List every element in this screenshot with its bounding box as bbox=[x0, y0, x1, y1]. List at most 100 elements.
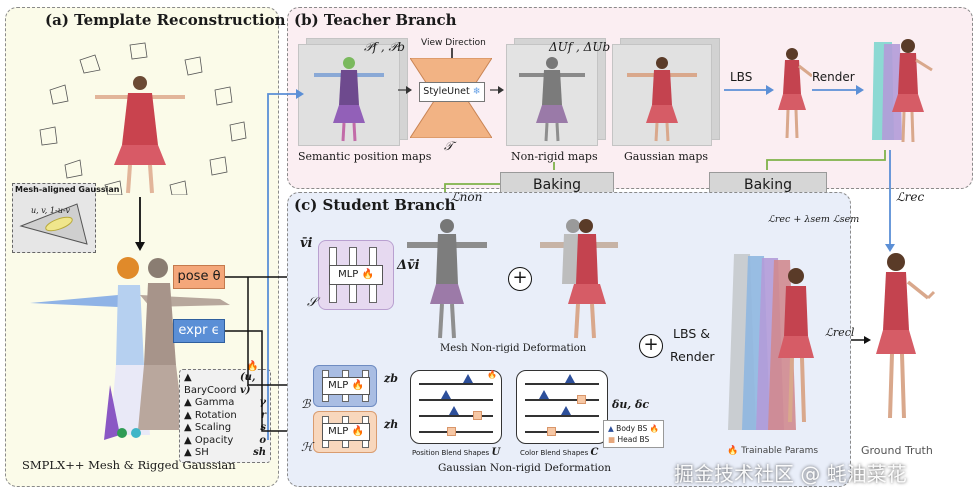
pf-pb-label: 𝒫f , 𝒫b bbox=[364, 40, 405, 54]
body-bs-marker bbox=[539, 390, 549, 399]
mesh-aligned-gaussian-inset: Mesh-aligned Gaussian u, v, 1-u-v bbox=[12, 183, 119, 253]
student-h-block: MLP 🔥 bbox=[313, 411, 377, 453]
template-caption: SMPLX++ Mesh & Rigged Gaussian bbox=[22, 458, 236, 472]
z-b-label: zb bbox=[384, 372, 398, 385]
rigged-avatar-illustration bbox=[30, 257, 230, 440]
trainable-params-label: 🔥 Trainable Params bbox=[727, 446, 819, 456]
gaussian-inset-label: Mesh-aligned Gaussian bbox=[15, 185, 120, 194]
semantic-map-front bbox=[298, 44, 400, 146]
mesh-deform-label: Mesh Non-rigid Deformation bbox=[440, 343, 587, 354]
body-bs-marker bbox=[561, 406, 571, 415]
delta-uc-label: δu, δc bbox=[612, 398, 650, 411]
nonrigid-figure bbox=[519, 57, 585, 142]
triangle-gaussian-icon bbox=[19, 203, 88, 245]
arrow-down-template bbox=[135, 197, 145, 251]
teacher-render-avatar bbox=[872, 39, 933, 143]
student-lbs-label: LBS & bbox=[673, 326, 710, 341]
legend-head-bs: ■ Head BS bbox=[608, 435, 650, 444]
plus-operator-1: + bbox=[508, 267, 532, 291]
teacher-panel-title: (b) Teacher Branch bbox=[294, 11, 457, 29]
body-bs-marker bbox=[441, 390, 451, 399]
blend-shape-legend: ▲ Body BS 🔥 ■ Head BS bbox=[603, 420, 664, 448]
head-bs-marker bbox=[447, 427, 456, 436]
l-rec-label: ℒrec bbox=[896, 190, 925, 204]
semantic-maps-label: Semantic position maps bbox=[298, 150, 432, 163]
bs-line bbox=[525, 431, 599, 433]
styleunet-box: StyleUnet ❄ bbox=[419, 82, 485, 102]
bs-line bbox=[419, 415, 493, 417]
nonrigid-maps-label: Non-rigid maps bbox=[511, 150, 598, 163]
bs-line bbox=[525, 399, 599, 401]
l-recl-label: ℒrecl bbox=[825, 326, 855, 339]
deformed-mesh-figure bbox=[540, 219, 618, 339]
student-panel-title: (c) Student Branch bbox=[294, 196, 456, 214]
delta-u-label: ΔUf , ΔUb bbox=[549, 40, 611, 54]
flame-icon: 🔥 bbox=[487, 370, 497, 379]
ground-truth-avatar bbox=[876, 253, 936, 419]
flame-icon: 🔥 bbox=[649, 424, 659, 433]
b-mlp-box: MLP 🔥 bbox=[322, 377, 370, 395]
flame-icon: 🔥 bbox=[351, 426, 364, 437]
l-rec-sem-label: ℒrec + λsem ℒsem bbox=[768, 214, 860, 225]
semantic-figure bbox=[314, 57, 384, 142]
camera-ring-illustration bbox=[39, 42, 247, 195]
position-blend-shapes-box: 🔥 bbox=[410, 370, 502, 444]
template-panel-title: (a) Template Reconstruction bbox=[45, 11, 286, 29]
flame-icon: 🔥 bbox=[361, 269, 374, 280]
teacher-t-symbol: 𝒯 bbox=[444, 139, 454, 153]
gaussian-map-front bbox=[612, 44, 712, 146]
h-mlp-box: MLP 🔥 bbox=[322, 423, 370, 441]
lbs-arrow bbox=[724, 85, 774, 95]
arrow-into-styleunet bbox=[398, 86, 412, 94]
plus-operator-2: + bbox=[639, 334, 663, 358]
view-direction-label: View Direction bbox=[421, 38, 486, 48]
mesh-figure bbox=[407, 219, 487, 339]
position-bs-label: Position Blend Shapes U bbox=[412, 447, 501, 458]
snowflake-icon: ❄ bbox=[472, 86, 481, 97]
color-bs-label: Color Blend Shapes C bbox=[520, 447, 599, 458]
flame-icon: 🔥 bbox=[727, 446, 739, 456]
head-bs-marker bbox=[473, 411, 482, 420]
b-symbol: ℬ bbox=[301, 397, 311, 411]
s-symbol: 𝒮 bbox=[307, 295, 318, 310]
student-b-block: MLP 🔥 bbox=[313, 365, 377, 407]
gaussian-figure bbox=[627, 57, 697, 142]
render-arrow bbox=[812, 85, 864, 95]
gauss-deform-label: Gaussian Non-rigid Deformation bbox=[438, 462, 611, 474]
body-bs-marker bbox=[463, 374, 473, 383]
delta-v-label: Δv̄i bbox=[397, 258, 420, 273]
arrow-out-styleunet bbox=[490, 86, 504, 94]
bs-line bbox=[419, 431, 493, 433]
student-mlp-box: MLP 🔥 bbox=[329, 265, 383, 285]
student-s-block: MLP 🔥 bbox=[318, 240, 394, 310]
teacher-render-label: Render bbox=[812, 70, 855, 84]
student-render-avatars bbox=[728, 254, 814, 430]
h-symbol: ℋ bbox=[301, 440, 313, 454]
bs-line bbox=[419, 383, 493, 385]
head-bs-marker bbox=[577, 395, 586, 404]
nonrigid-map-front bbox=[506, 44, 598, 146]
flame-icon: 🔥 bbox=[246, 361, 259, 372]
legend-body-bs: ▲ Body BS 🔥 bbox=[608, 424, 659, 433]
l-non-label: ℒnon bbox=[451, 190, 483, 204]
flame-icon: 🔥 bbox=[351, 380, 364, 391]
body-bs-marker bbox=[565, 374, 575, 383]
student-render-label: Render bbox=[670, 349, 715, 364]
gaussian-maps-label: Gaussian maps bbox=[624, 150, 709, 163]
v-i-label: v̄i bbox=[300, 236, 313, 251]
bs-line bbox=[525, 415, 599, 417]
color-blend-shapes-box bbox=[516, 370, 608, 444]
body-bs-marker bbox=[449, 406, 459, 415]
bs-line bbox=[525, 383, 599, 385]
expr-input: expr ϵ bbox=[173, 319, 225, 343]
head-bs-marker bbox=[547, 427, 556, 436]
pose-input: pose θ bbox=[173, 265, 225, 289]
ground-truth-label: Ground Truth bbox=[861, 444, 933, 457]
teacher-lbs-avatar bbox=[778, 48, 812, 139]
z-h-label: zh bbox=[384, 418, 399, 431]
bs-line bbox=[419, 399, 493, 401]
